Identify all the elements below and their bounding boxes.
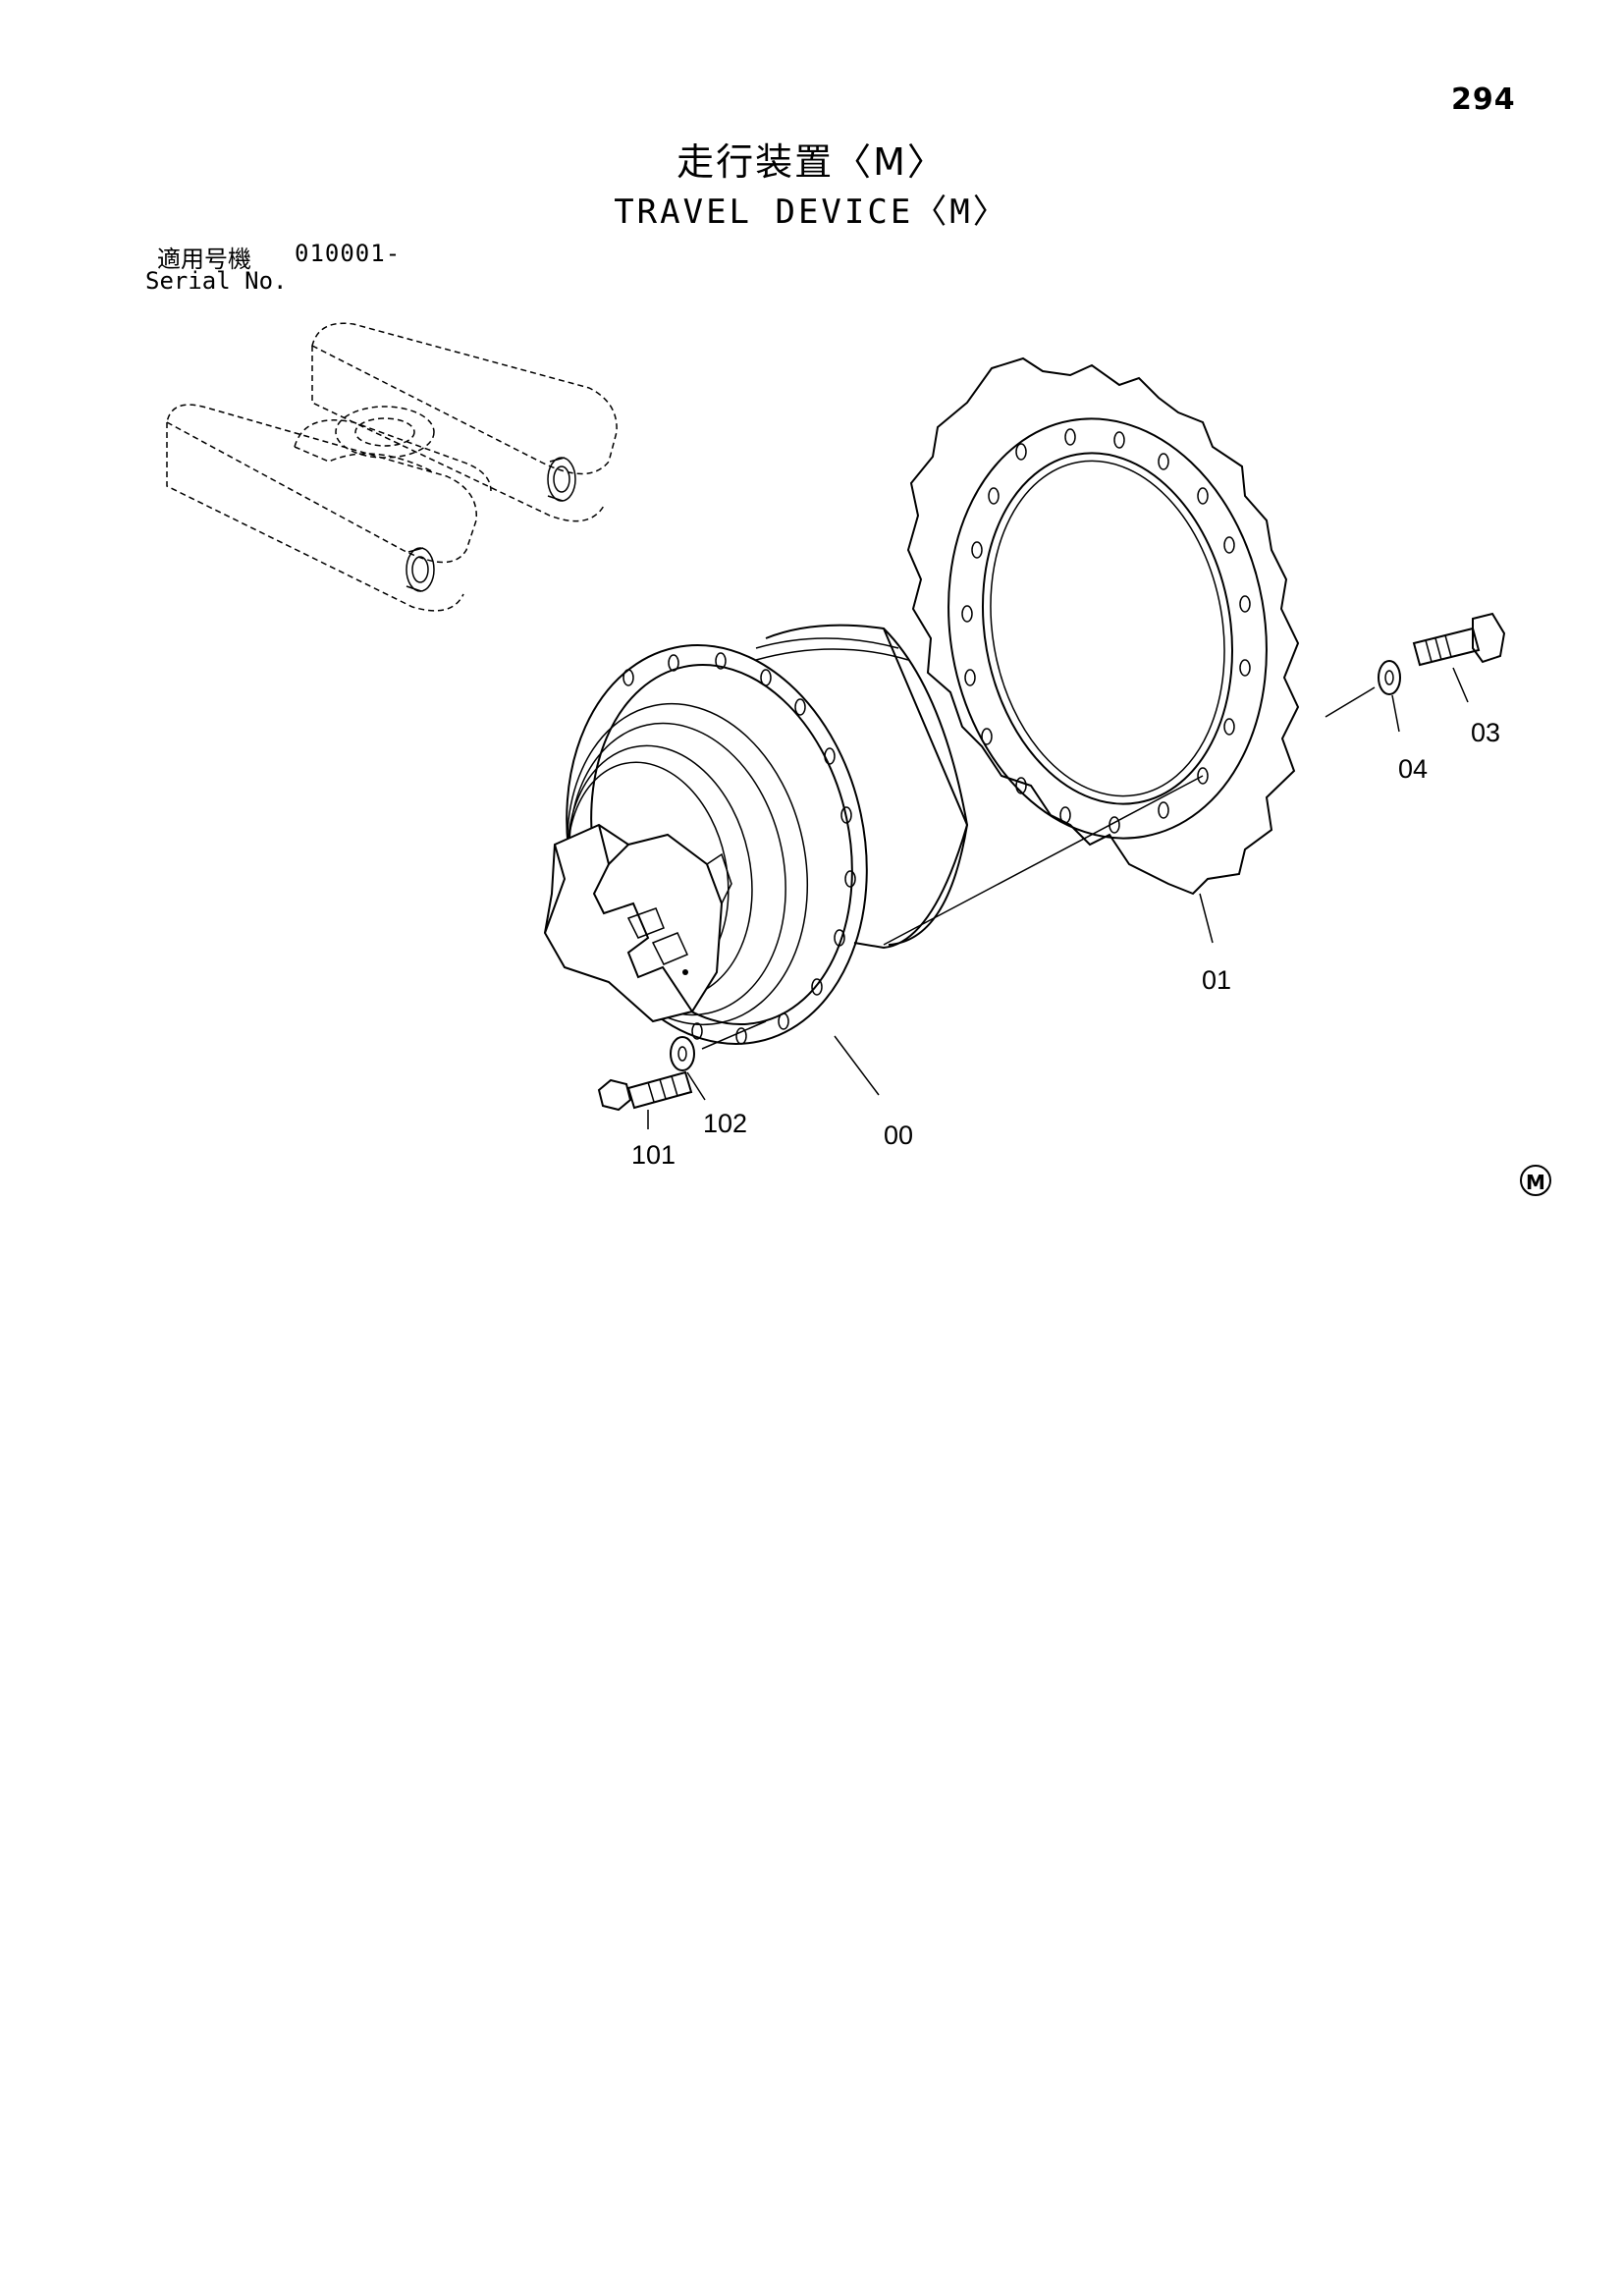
sprocket-bolt-holes [961,428,1251,834]
title-english: TRAVEL DEVICE〈M〉 [614,192,1009,232]
leader-lines [647,667,1469,1129]
flange-bolt-holes [622,652,856,1045]
travel-motor-part-00 [543,624,969,1045]
serial-label-english: Serial No. [145,267,288,295]
part-label-03: 03 [1471,718,1500,747]
serial-label-japanese: 適用号機 [157,246,251,273]
sprocket-part-01 [906,356,1300,896]
corner-model-mark: M [1520,1165,1551,1196]
part-label-04: 04 [1398,754,1428,784]
part-label-101: 101 [631,1140,676,1170]
part-label-00: 00 [884,1121,913,1150]
bolt-part-101 [597,1070,693,1112]
serial-number-value: 010001- [295,240,402,267]
part-label-01: 01 [1202,965,1231,995]
washer-part-04 [1378,660,1401,695]
undercarriage-keymap-illustration [166,322,618,612]
washer-part-102 [670,1036,695,1071]
page-number: 294 [1451,82,1516,117]
part-label-102: 102 [703,1109,747,1138]
title-japanese: 走行装置〈M〉 [676,140,947,184]
bolt-part-03 [1412,612,1506,667]
